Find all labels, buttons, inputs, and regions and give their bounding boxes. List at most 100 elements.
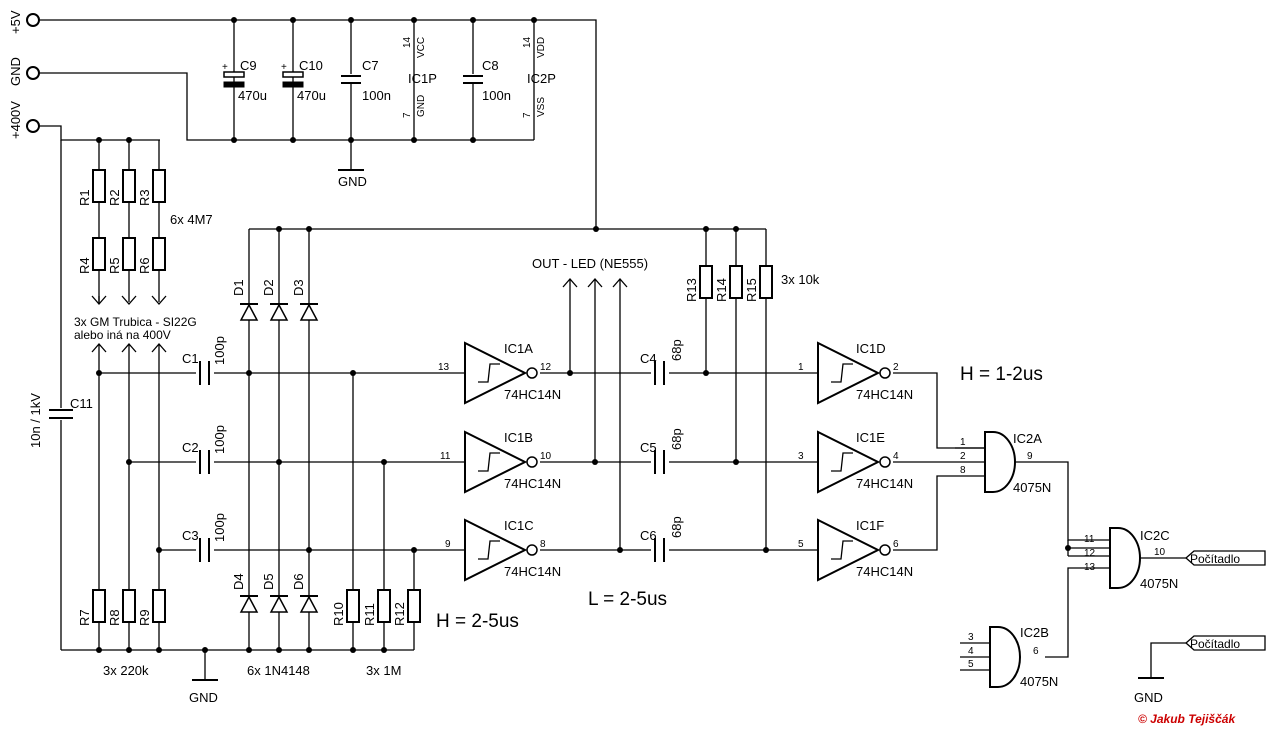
resistor-r1 [92,169,106,203]
ground-symbols: GND GND GND [189,169,1164,705]
ic2b-label: IC2B [1020,625,1049,640]
label-gnd-term: GND [8,57,23,86]
r4-label: R4 [77,257,92,274]
d5-label: D5 [261,573,276,590]
ic1p-pin14: 14 [402,36,413,48]
resistor-r8 [122,589,136,623]
d1-label: D1 [231,279,246,296]
note-r-pull: 3x 10k [781,272,820,287]
cap-c11-group: C11 10n / 1kV [28,393,93,448]
svg-text:4: 4 [893,451,899,462]
c9-label: C9 [240,58,257,73]
inverter-ic1e [817,430,881,494]
gm-tube-arrows: 3x GM Trubica - SI22G alebo iná na 400V [70,295,200,550]
ic1p-label: IC1P [408,71,437,86]
resistor-r3 [152,169,166,203]
inverter-ic1a [464,341,528,405]
ic1p-pin7: 7 [402,112,413,118]
diode-d2 [269,303,289,321]
inverters: IC1A 74HC14N 13 12 IC1B 74HC14N 11 10 IC… [438,341,913,582]
inverter-ic1c [464,518,528,582]
ic1p-gnd: GND [416,95,427,117]
c11-value: 10n / 1kV [28,393,43,448]
c8-label: C8 [482,58,499,73]
note-r-top: 6x 4M7 [170,212,213,227]
ic1b-type: 74HC14N [504,476,561,491]
and-gates: IC2A 4075N 1 2 8 9 IC2C 4075N 11 12 13 1… [960,431,1178,689]
input-caps: C1 100p C2 100p C3 100p [182,336,227,562]
svg-text:5: 5 [798,539,804,550]
gnd-label-top: GND [338,174,367,189]
note-tubes-2: alebo iná na 400V [74,328,171,342]
c5-label: C5 [640,440,657,455]
svg-text:11: 11 [440,451,451,462]
label-400v: +400V [8,101,23,139]
svg-text:5: 5 [968,659,974,670]
resistor-r5 [122,237,136,271]
resistor-r13 [699,265,713,299]
ic1a-type: 74HC14N [504,387,561,402]
svg-text:13: 13 [438,362,450,373]
svg-text:+: + [281,62,287,73]
junctions [96,17,1071,653]
svg-text:12: 12 [540,362,552,373]
counter-connectors: Počítadlo Počítadlo [1185,550,1266,651]
svg-text:6: 6 [1033,646,1039,657]
resistor-r12 [407,589,421,623]
inverter-ic1b [464,430,528,494]
r8-label: R8 [107,609,122,626]
r12-label: R12 [392,602,407,626]
diodes: D1 D2 D3 D4 D5 D6 [231,279,319,613]
svg-text:4: 4 [968,646,974,657]
r15-label: R15 [744,278,759,302]
r11-label: R11 [362,603,377,626]
power-terminals: +5V GND +400V [8,10,40,139]
terminal-400v [26,119,40,133]
counter-gnd-label: Počítadlo [1190,637,1240,651]
ic1e-label: IC1E [856,430,885,445]
note-h-1-2: H = 1-2us [960,364,1043,385]
diode-d1 [239,303,259,321]
ic2p-pin7: 7 [522,112,533,118]
inverter-ic1f [817,518,881,582]
resistors-bottom: R7 R8 R9 R10 R11 R12 3x 220k 6x 1N4148 3… [77,589,421,678]
r1-label: R1 [77,189,92,206]
wires [39,19,1186,680]
ic1a-label: IC1A [504,341,533,356]
svg-text:2: 2 [893,362,899,373]
c10-value: 470u [297,88,326,103]
ic1f-type: 74HC14N [856,564,913,579]
label-5v: +5V [8,10,23,34]
c6-value: 68p [669,516,684,538]
note-r-1m: 3x 1M [366,663,401,678]
resistor-r6 [152,237,166,271]
note-r-bottom: 3x 220k [103,663,149,678]
gate-ic2a [984,431,1016,493]
r2-label: R2 [107,189,122,206]
c9-value: 470u [238,88,267,103]
resistor-r11 [377,589,391,623]
c2-label: C2 [182,440,199,455]
ic-power: 14 VCC IC1P 7 GND 14 VDD IC2P 7 VSS [402,36,556,118]
c11-label: C11 [70,396,93,411]
resistor-r14 [729,265,743,299]
d2-label: D2 [261,279,276,296]
d3-label: D3 [291,279,306,296]
ic2c-type: 4075N [1140,576,1178,591]
r9-label: R9 [137,609,152,626]
r5-label: R5 [107,257,122,274]
svg-text:9: 9 [1027,451,1033,462]
ic2a-type: 4075N [1013,480,1051,495]
r7-label: R7 [77,609,92,626]
svg-text:8: 8 [960,465,966,476]
svg-text:1: 1 [960,437,966,448]
gnd-label-bottom: GND [189,690,218,705]
c6-label: C6 [640,528,657,543]
gate-ic2c [1109,527,1141,589]
svg-text:12: 12 [1084,548,1096,559]
note-h-2-5: H = 2-5us [436,611,519,632]
d4-label: D4 [231,573,246,590]
c7-label: C7 [362,58,379,73]
c3-value: 100p [212,513,227,542]
connector-counter-gnd [1185,635,1266,651]
